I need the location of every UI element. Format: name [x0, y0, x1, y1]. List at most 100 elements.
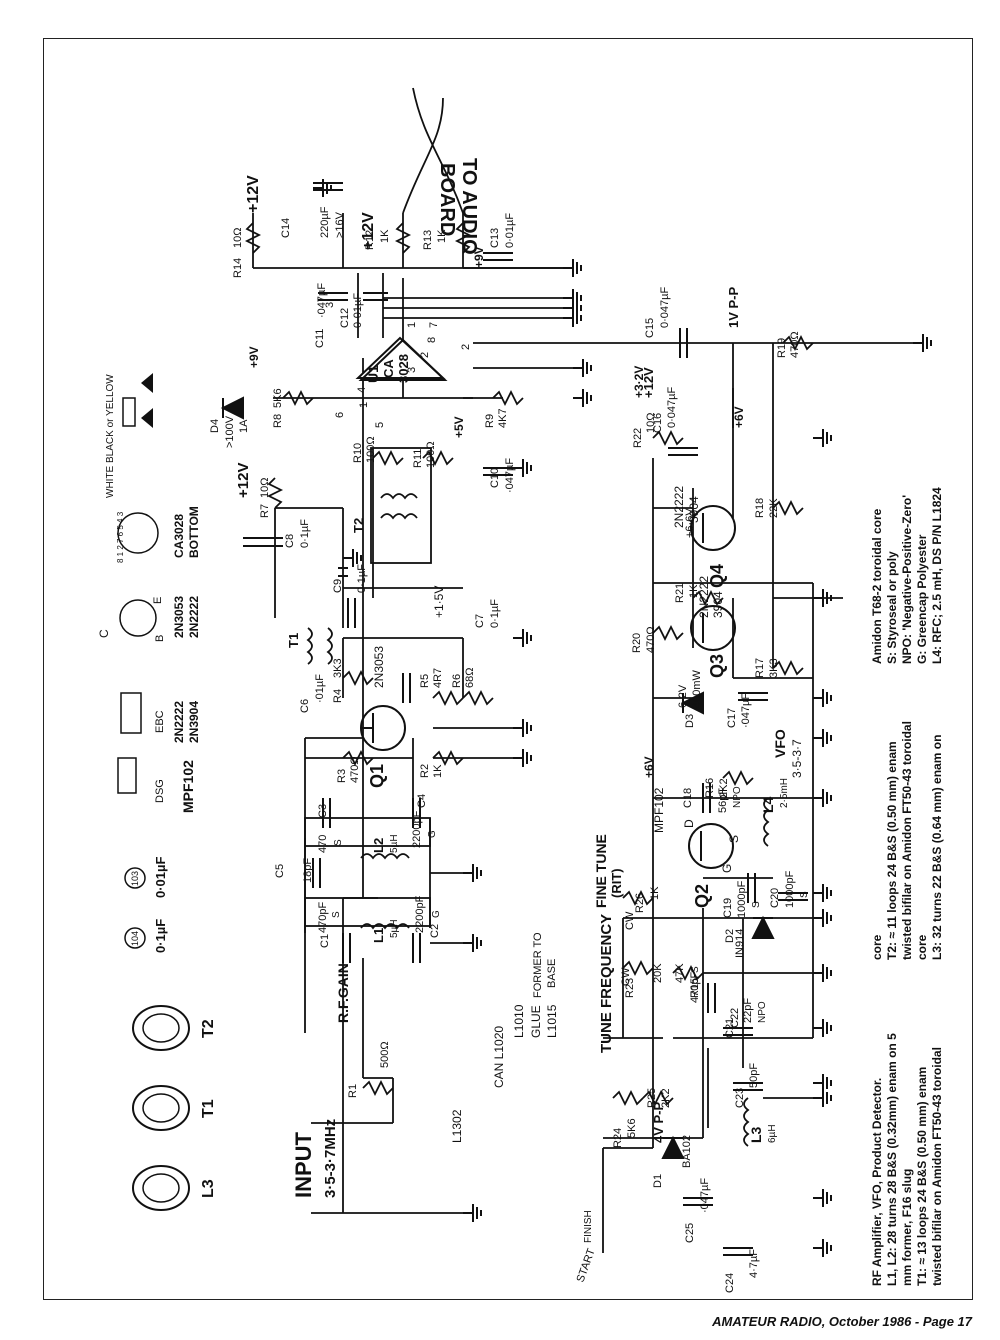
- label-r26-val: 1K: [649, 886, 661, 900]
- label-r16-val: 2K2: [718, 778, 730, 798]
- label-q3-type-1: 2N2222: [697, 576, 711, 618]
- label-c18: C18: [682, 788, 694, 808]
- label-c3-s: S: [333, 839, 344, 846]
- schematic-diagram: TO AUDIO BOARD INPUT 3·5-3·7MHz R.F.GAIN…: [97, 87, 944, 1293]
- label-c13-val: 0·01µF: [504, 213, 516, 248]
- resistor-r4: [342, 669, 374, 687]
- label-r5-val: 4R7: [432, 668, 444, 688]
- label-r19: R19: [776, 338, 788, 358]
- legend-dsg: DSG: [154, 779, 166, 803]
- label-c12-val: 0·01µF: [352, 293, 364, 328]
- label-input-2: 3·5-3·7MHz: [322, 1119, 339, 1198]
- label-r19-val: 470Ω: [789, 331, 801, 358]
- label-input-1: INPUT: [291, 1131, 316, 1198]
- label-r6-val: 68Ω: [464, 668, 476, 688]
- label-r23-val: 20K: [652, 963, 664, 983]
- label-r14-val: 10Ω: [232, 228, 244, 248]
- resistor-r1: [362, 1079, 394, 1097]
- label-q1: Q1: [367, 764, 387, 788]
- label-fine-tune: FINE TUNE: [593, 834, 609, 908]
- legend-cap104-val: 0·1µF: [153, 919, 168, 953]
- label-c1-s: S: [331, 911, 342, 918]
- label-d1-type: BA102: [681, 1135, 693, 1168]
- label-r9: R9: [484, 414, 496, 428]
- label-c7: C7: [474, 614, 486, 628]
- label-l3-val: 6µH: [767, 1124, 778, 1143]
- label-c19-s: S: [751, 901, 762, 908]
- label-3v2: +3·2V: [632, 366, 646, 398]
- resistor-r16: [722, 769, 754, 787]
- resistor-r20: [652, 624, 684, 642]
- label-r2: R2: [419, 764, 431, 778]
- label-c14-v: >16V: [334, 211, 346, 238]
- label-d4-type-1: >100V: [224, 415, 236, 448]
- resistor-r25: [642, 1089, 674, 1107]
- label-vfo-freq: 3·5-3·7: [790, 739, 804, 778]
- ground-symbols: [312, 178, 932, 1258]
- resistor-r13: [454, 222, 472, 254]
- label-u1-1: U1: [365, 365, 381, 383]
- label-r1: R1: [347, 1084, 359, 1098]
- label-l1-val: 5µH: [389, 919, 400, 938]
- label-r17-val: 3K3: [768, 658, 780, 678]
- q2-pin-g: G: [720, 864, 734, 873]
- resistor-r19: [782, 334, 814, 352]
- label-c19-val: 1000pF: [736, 880, 748, 918]
- label-r23: R23: [624, 978, 636, 998]
- label-r21-val: 1K: [688, 584, 700, 598]
- label-c22-npo: NPO: [757, 1001, 768, 1023]
- label-12v-b: +12V: [360, 212, 377, 250]
- note-left-3: T1: ≈ 13 loops 24 B&S (0.50 mm) enam: [915, 1067, 929, 1286]
- resistor-r6: [462, 689, 494, 707]
- label-c18-val: 56pF: [717, 788, 729, 813]
- label-c9-val: 0·1µF: [356, 564, 368, 593]
- label-r7-val: 10Ω: [259, 478, 271, 498]
- label-pin-4: 4: [356, 387, 368, 393]
- resistor-r14: [244, 222, 262, 254]
- label-c25: C25: [684, 1223, 696, 1243]
- label-r15: R15: [689, 978, 701, 998]
- label-4v-pp: 4V P-P: [651, 1101, 666, 1143]
- label-r21: R21: [674, 583, 686, 603]
- transistor-symbols: [355, 336, 736, 869]
- legend-ic-pins: 8 1 2 7 6 5 4 3: [116, 511, 125, 563]
- label-c17: C17: [726, 708, 738, 728]
- label-l1015: L1015: [545, 1004, 559, 1038]
- label-c8-val: 0·1µF: [299, 519, 311, 548]
- note-mid-0: core: [870, 934, 884, 960]
- label-r7: R7: [259, 504, 271, 518]
- label-c6-val: ·01µF: [314, 674, 326, 703]
- legend-bottom: BOTTOM: [187, 506, 201, 558]
- label-r4: R4: [332, 689, 344, 703]
- label-q4-type-2: 3904: [687, 496, 701, 523]
- label-12v-c: +12V: [235, 463, 252, 498]
- label-r17: R17: [754, 658, 766, 678]
- legend-pk-c: C: [97, 629, 111, 638]
- resistor-r15: [672, 964, 704, 982]
- label-c2-val: 2200pF: [414, 895, 426, 933]
- note-mid-2: twisted bifilar on Amidon FT50-43 toroid…: [900, 721, 914, 960]
- legend-ca3028: CA3028: [172, 514, 186, 558]
- legend-cap103-val: 0·01µF: [153, 856, 168, 898]
- label-finish: FINISH: [583, 1210, 594, 1243]
- label-q3-type-2: 3904: [711, 591, 725, 618]
- label-6v6: +6·6V: [684, 508, 696, 538]
- label-d3-type-2: 400mW: [691, 669, 703, 708]
- legend-2n3053: 2N3053: [172, 596, 186, 638]
- label-c3-val: 470: [317, 835, 329, 853]
- label-q2-type: MPF102: [652, 787, 666, 833]
- label-c2: C2: [429, 924, 441, 938]
- label-c17-val: ·047µF: [740, 693, 752, 728]
- label-c3: C3: [317, 804, 329, 818]
- label-r20-val: 470Ω: [645, 626, 657, 653]
- label-c15-val: 0·047µF: [659, 287, 671, 328]
- legend-pk-b: B: [154, 635, 166, 642]
- label-pin-6: 6: [334, 412, 346, 418]
- resistor-r3: [342, 749, 374, 767]
- label-c21-s: S: [690, 966, 701, 973]
- note-left-1: L1, L2: 28 turns 28 B&S (0.32mm) enam on…: [885, 1033, 899, 1286]
- label-r16: R16: [704, 778, 716, 798]
- label-c24-val: 4·7µF: [748, 1249, 760, 1278]
- label-c2-g: G: [431, 910, 442, 918]
- resistor-r26: [622, 889, 654, 907]
